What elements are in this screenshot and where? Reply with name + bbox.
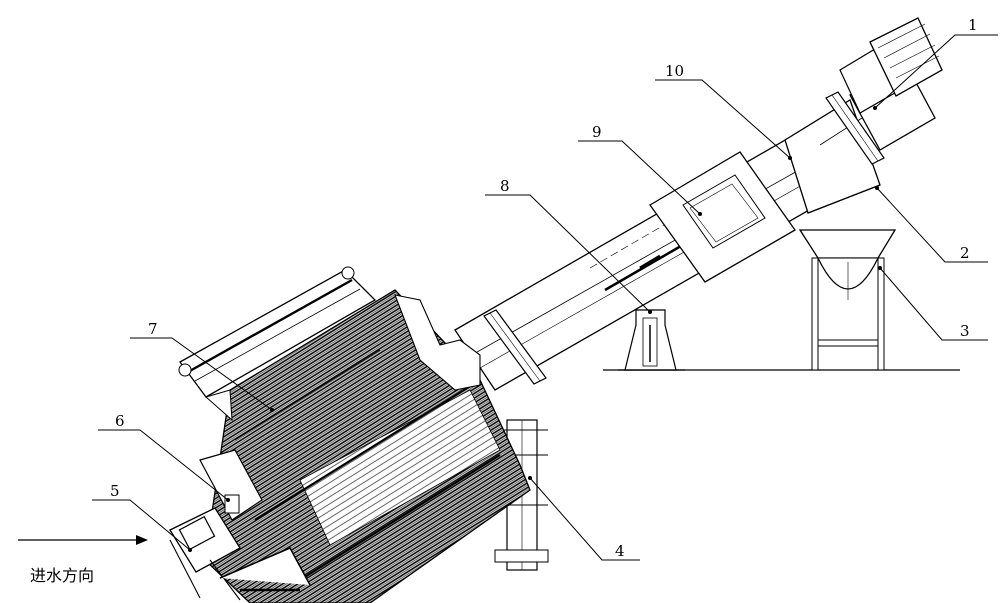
callout-3: 3 <box>960 322 970 340</box>
drive-motor <box>839 17 943 151</box>
callout-leaders <box>92 34 998 561</box>
callout-6: 6 <box>115 412 125 430</box>
conveyor-support <box>618 309 685 371</box>
callout-4: 4 <box>615 542 625 560</box>
collection-bin <box>798 229 897 371</box>
lifting-frame <box>178 266 377 422</box>
callout-5: 5 <box>110 482 120 500</box>
inflow-direction-label: 进水方向 <box>30 566 94 585</box>
inspection-window <box>649 151 796 283</box>
inlet-assembly <box>169 507 311 601</box>
inflow-arrow <box>18 535 148 545</box>
callout-dots <box>188 106 882 552</box>
callout-10: 10 <box>665 62 684 80</box>
motor-flange <box>825 91 885 165</box>
callout-9: 9 <box>592 123 602 141</box>
junction-plate <box>394 294 481 391</box>
callout-1: 1 <box>968 16 978 34</box>
callout-8: 8 <box>500 177 510 195</box>
callout-7: 7 <box>148 320 158 338</box>
callout-2: 2 <box>960 244 970 262</box>
